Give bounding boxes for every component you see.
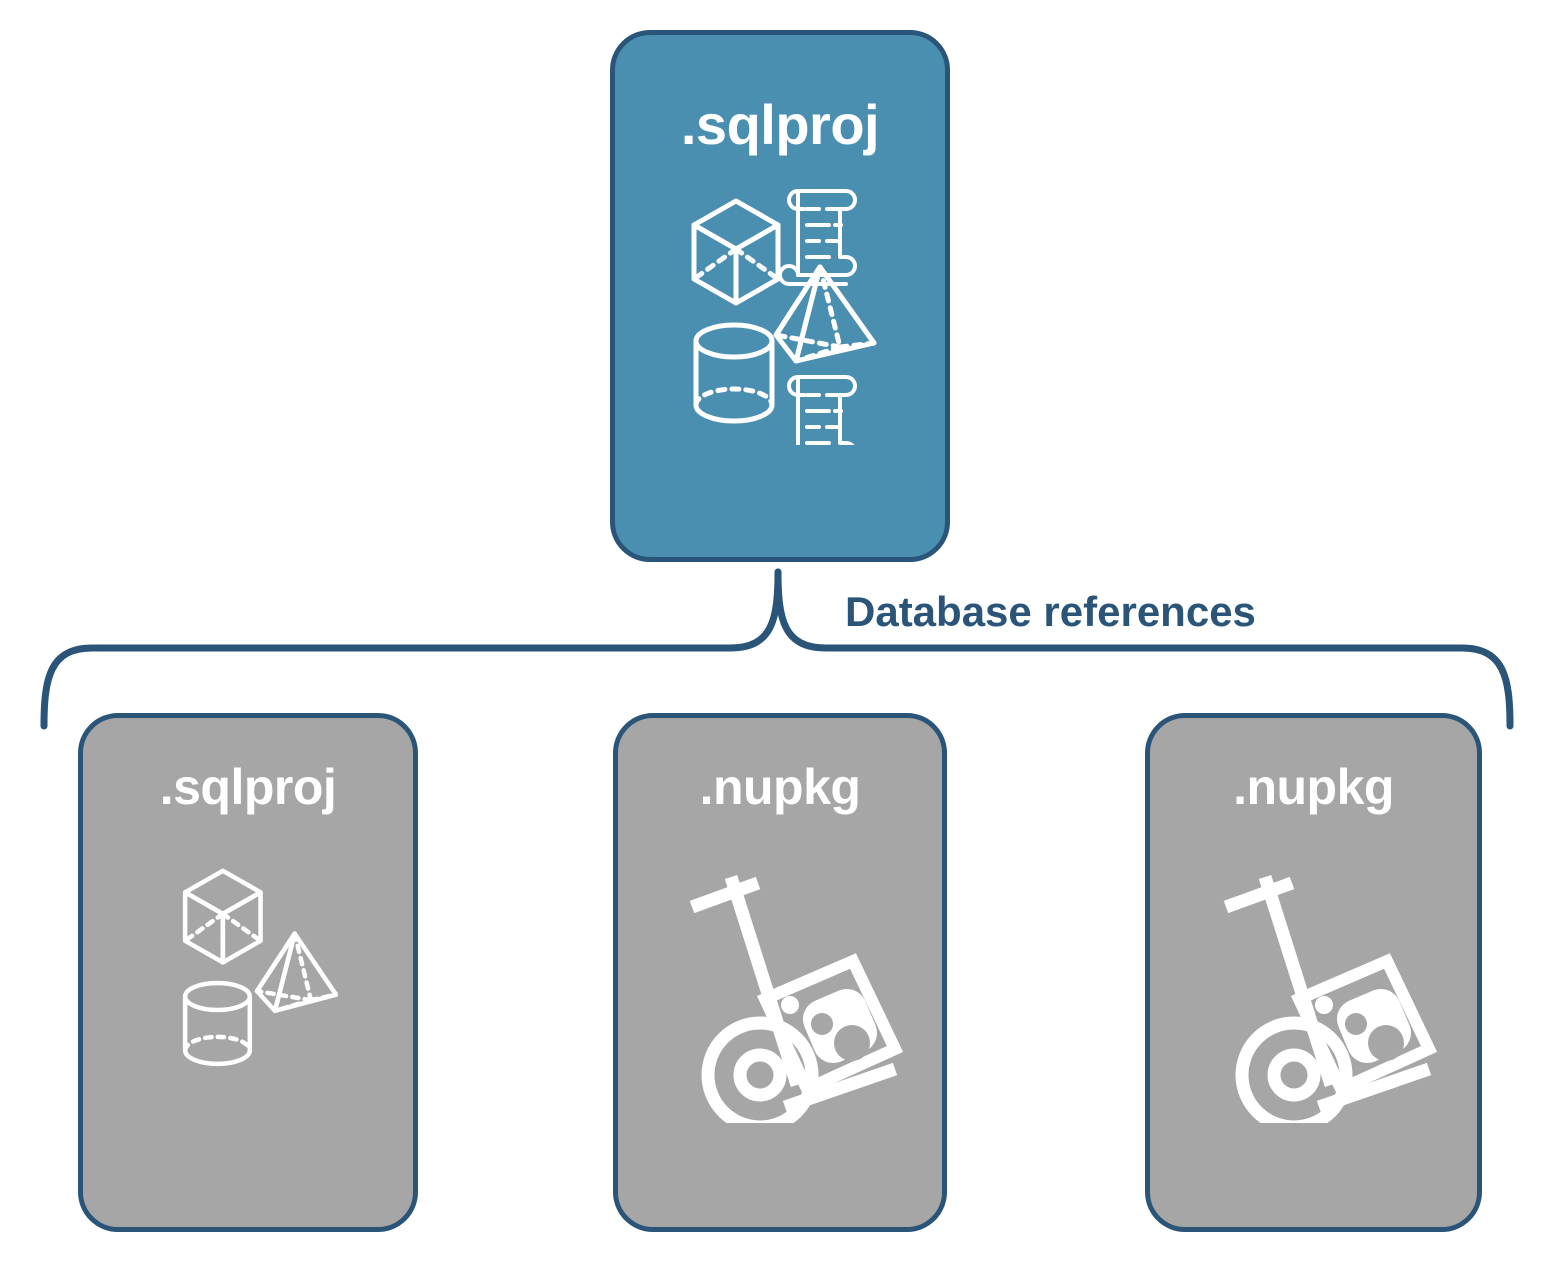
scroll-icon xyxy=(778,189,857,286)
database-objects-group xyxy=(691,189,877,445)
database-objects-group xyxy=(182,868,338,1067)
node-child-nupkg-1[interactable]: .nupkg xyxy=(613,713,947,1232)
node-title: .sqlproj xyxy=(159,759,337,815)
cube-icon xyxy=(182,868,263,965)
cylinder-icon xyxy=(693,322,775,424)
hand-truck-package-icon xyxy=(689,875,904,1123)
hand-truck-package-icon xyxy=(1223,875,1437,1123)
scroll-icon xyxy=(787,375,857,445)
pyramid-icon xyxy=(254,931,338,1014)
node-title: .sqlproj xyxy=(680,93,880,156)
node-child-nupkg-2[interactable]: .nupkg xyxy=(1145,713,1482,1232)
cylinder-icon xyxy=(182,980,253,1067)
database-objects-art xyxy=(83,860,413,1080)
node-parent-sqlproj[interactable]: .sqlproj xyxy=(610,30,950,562)
pyramid-icon xyxy=(773,264,877,364)
brace-label: Database references xyxy=(845,588,1256,635)
brace-left-arm xyxy=(40,568,782,730)
nuget-package-art xyxy=(1150,853,1477,1123)
cube-icon xyxy=(691,198,781,306)
node-title: .nupkg xyxy=(699,759,861,815)
database-objects-art xyxy=(615,175,945,445)
node-child-sqlproj[interactable]: .sqlproj xyxy=(78,713,418,1232)
nuget-package-art xyxy=(618,853,942,1123)
node-title: .nupkg xyxy=(1233,759,1394,815)
nuget-logo-holes xyxy=(811,1013,870,1061)
nuget-logo-holes xyxy=(1344,1013,1404,1061)
